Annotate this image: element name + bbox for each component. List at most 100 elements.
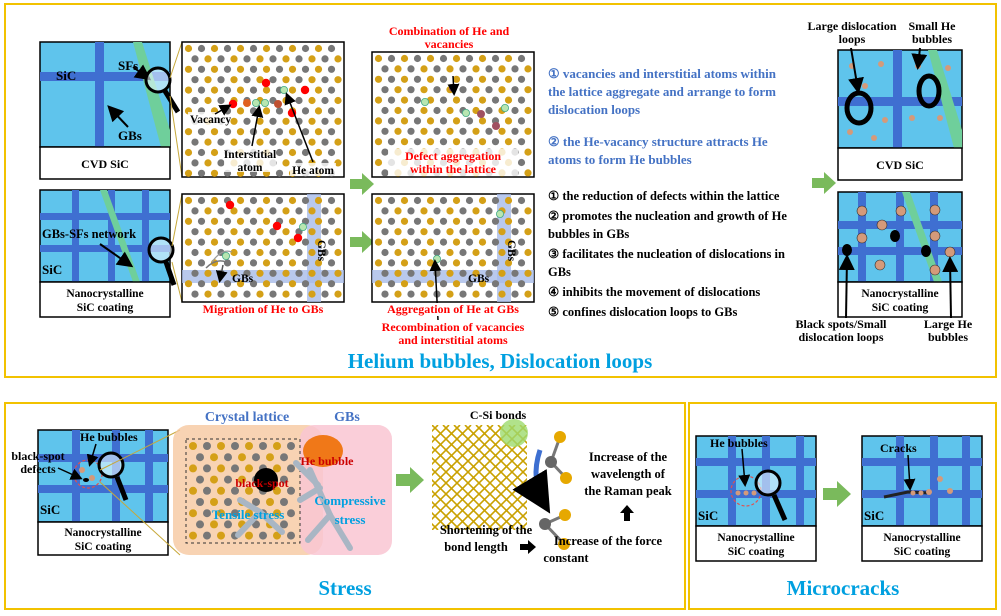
atom <box>191 228 199 236</box>
svg-text:Nanocrystalline: Nanocrystalline <box>64 527 141 539</box>
atom <box>400 196 409 205</box>
atom <box>243 290 251 298</box>
atom <box>327 196 336 205</box>
atom <box>433 207 441 215</box>
atom <box>288 280 297 288</box>
atom <box>245 442 253 450</box>
atom <box>446 248 454 257</box>
atom <box>327 217 336 225</box>
atom <box>374 54 383 63</box>
atom <box>334 76 342 84</box>
atom <box>210 86 219 94</box>
atom <box>334 228 342 236</box>
atom <box>236 107 245 115</box>
atom <box>243 55 251 63</box>
atom <box>498 127 506 135</box>
atom <box>191 248 199 257</box>
atom <box>485 248 493 257</box>
svg-text:Black spots/Small: Black spots/Small <box>795 317 887 331</box>
svg-text:Large He: Large He <box>924 317 973 331</box>
atom <box>433 86 441 94</box>
atom <box>204 269 212 277</box>
atom <box>387 138 396 146</box>
atom <box>238 453 246 462</box>
atom <box>413 196 422 205</box>
atom <box>321 117 329 125</box>
atom <box>282 159 290 167</box>
atom <box>334 207 342 215</box>
atom <box>275 169 284 177</box>
atom <box>301 107 310 115</box>
atom <box>184 128 193 136</box>
atom <box>446 228 454 236</box>
atom <box>387 280 396 288</box>
atom <box>256 55 264 63</box>
svg-text:② the He-vacancy structure att: ② the He-vacancy structure attracts He <box>548 134 768 149</box>
atom <box>184 148 193 157</box>
svg-text:the lattice aggregate and arra: the lattice aggregate and arrange to for… <box>548 84 776 99</box>
svg-text:constant: constant <box>543 551 589 565</box>
atom <box>387 54 396 63</box>
atom <box>308 228 316 236</box>
atom <box>256 138 264 146</box>
nano-caption-1: Nanocrystalline <box>66 288 143 300</box>
atom <box>459 228 467 236</box>
atom <box>524 207 532 215</box>
black-notes: ① the reduction of defects within the la… <box>548 189 787 319</box>
atom <box>245 486 253 495</box>
atom <box>197 148 206 157</box>
vacancy-label: Vacancy <box>190 114 231 126</box>
atom <box>478 217 487 225</box>
atom <box>262 280 271 288</box>
atom <box>413 217 422 225</box>
atom <box>426 217 435 225</box>
atom <box>452 75 461 83</box>
atom <box>485 290 493 298</box>
atom <box>197 259 206 267</box>
atom <box>381 169 389 177</box>
atom <box>407 207 415 215</box>
atom <box>269 207 277 215</box>
atom <box>394 269 402 277</box>
stress-panel: He bubbles black-spot defects SiC Nanocr… <box>11 429 169 556</box>
atom <box>478 96 487 104</box>
atom <box>295 207 303 215</box>
svg-text:SiC: SiC <box>864 508 884 523</box>
atom <box>420 290 428 298</box>
atom <box>262 44 271 53</box>
atom <box>273 509 281 518</box>
atom <box>269 138 277 146</box>
atom <box>314 44 323 53</box>
atom <box>223 44 232 53</box>
atom <box>413 138 422 146</box>
atom <box>504 238 513 246</box>
micro-frame <box>688 402 997 610</box>
atom <box>308 207 316 215</box>
atom <box>407 65 415 73</box>
atom <box>314 65 323 73</box>
svg-text:Small He: Small He <box>909 19 957 33</box>
cvd-sic-label: SiC <box>56 68 76 83</box>
atom <box>491 259 500 267</box>
atom <box>308 55 316 63</box>
atom <box>204 96 212 105</box>
atom <box>478 138 487 146</box>
atom <box>288 217 297 225</box>
atom <box>426 75 435 83</box>
svg-text:Tensile stress: Tensile stress <box>212 507 285 522</box>
atom <box>420 228 428 236</box>
stick-figure-icon <box>235 460 353 551</box>
atom <box>197 238 206 246</box>
svg-text:bubbles in GBs: bubbles in GBs <box>548 227 629 241</box>
atom <box>459 207 467 215</box>
atom <box>439 54 448 63</box>
atom <box>288 259 297 267</box>
atom <box>288 238 297 246</box>
atom <box>288 65 297 73</box>
atom <box>321 96 329 105</box>
atom <box>256 117 264 125</box>
atom <box>478 238 487 246</box>
atom <box>314 196 323 205</box>
atom <box>478 259 487 267</box>
svg-text:bubbles: bubbles <box>912 32 952 46</box>
